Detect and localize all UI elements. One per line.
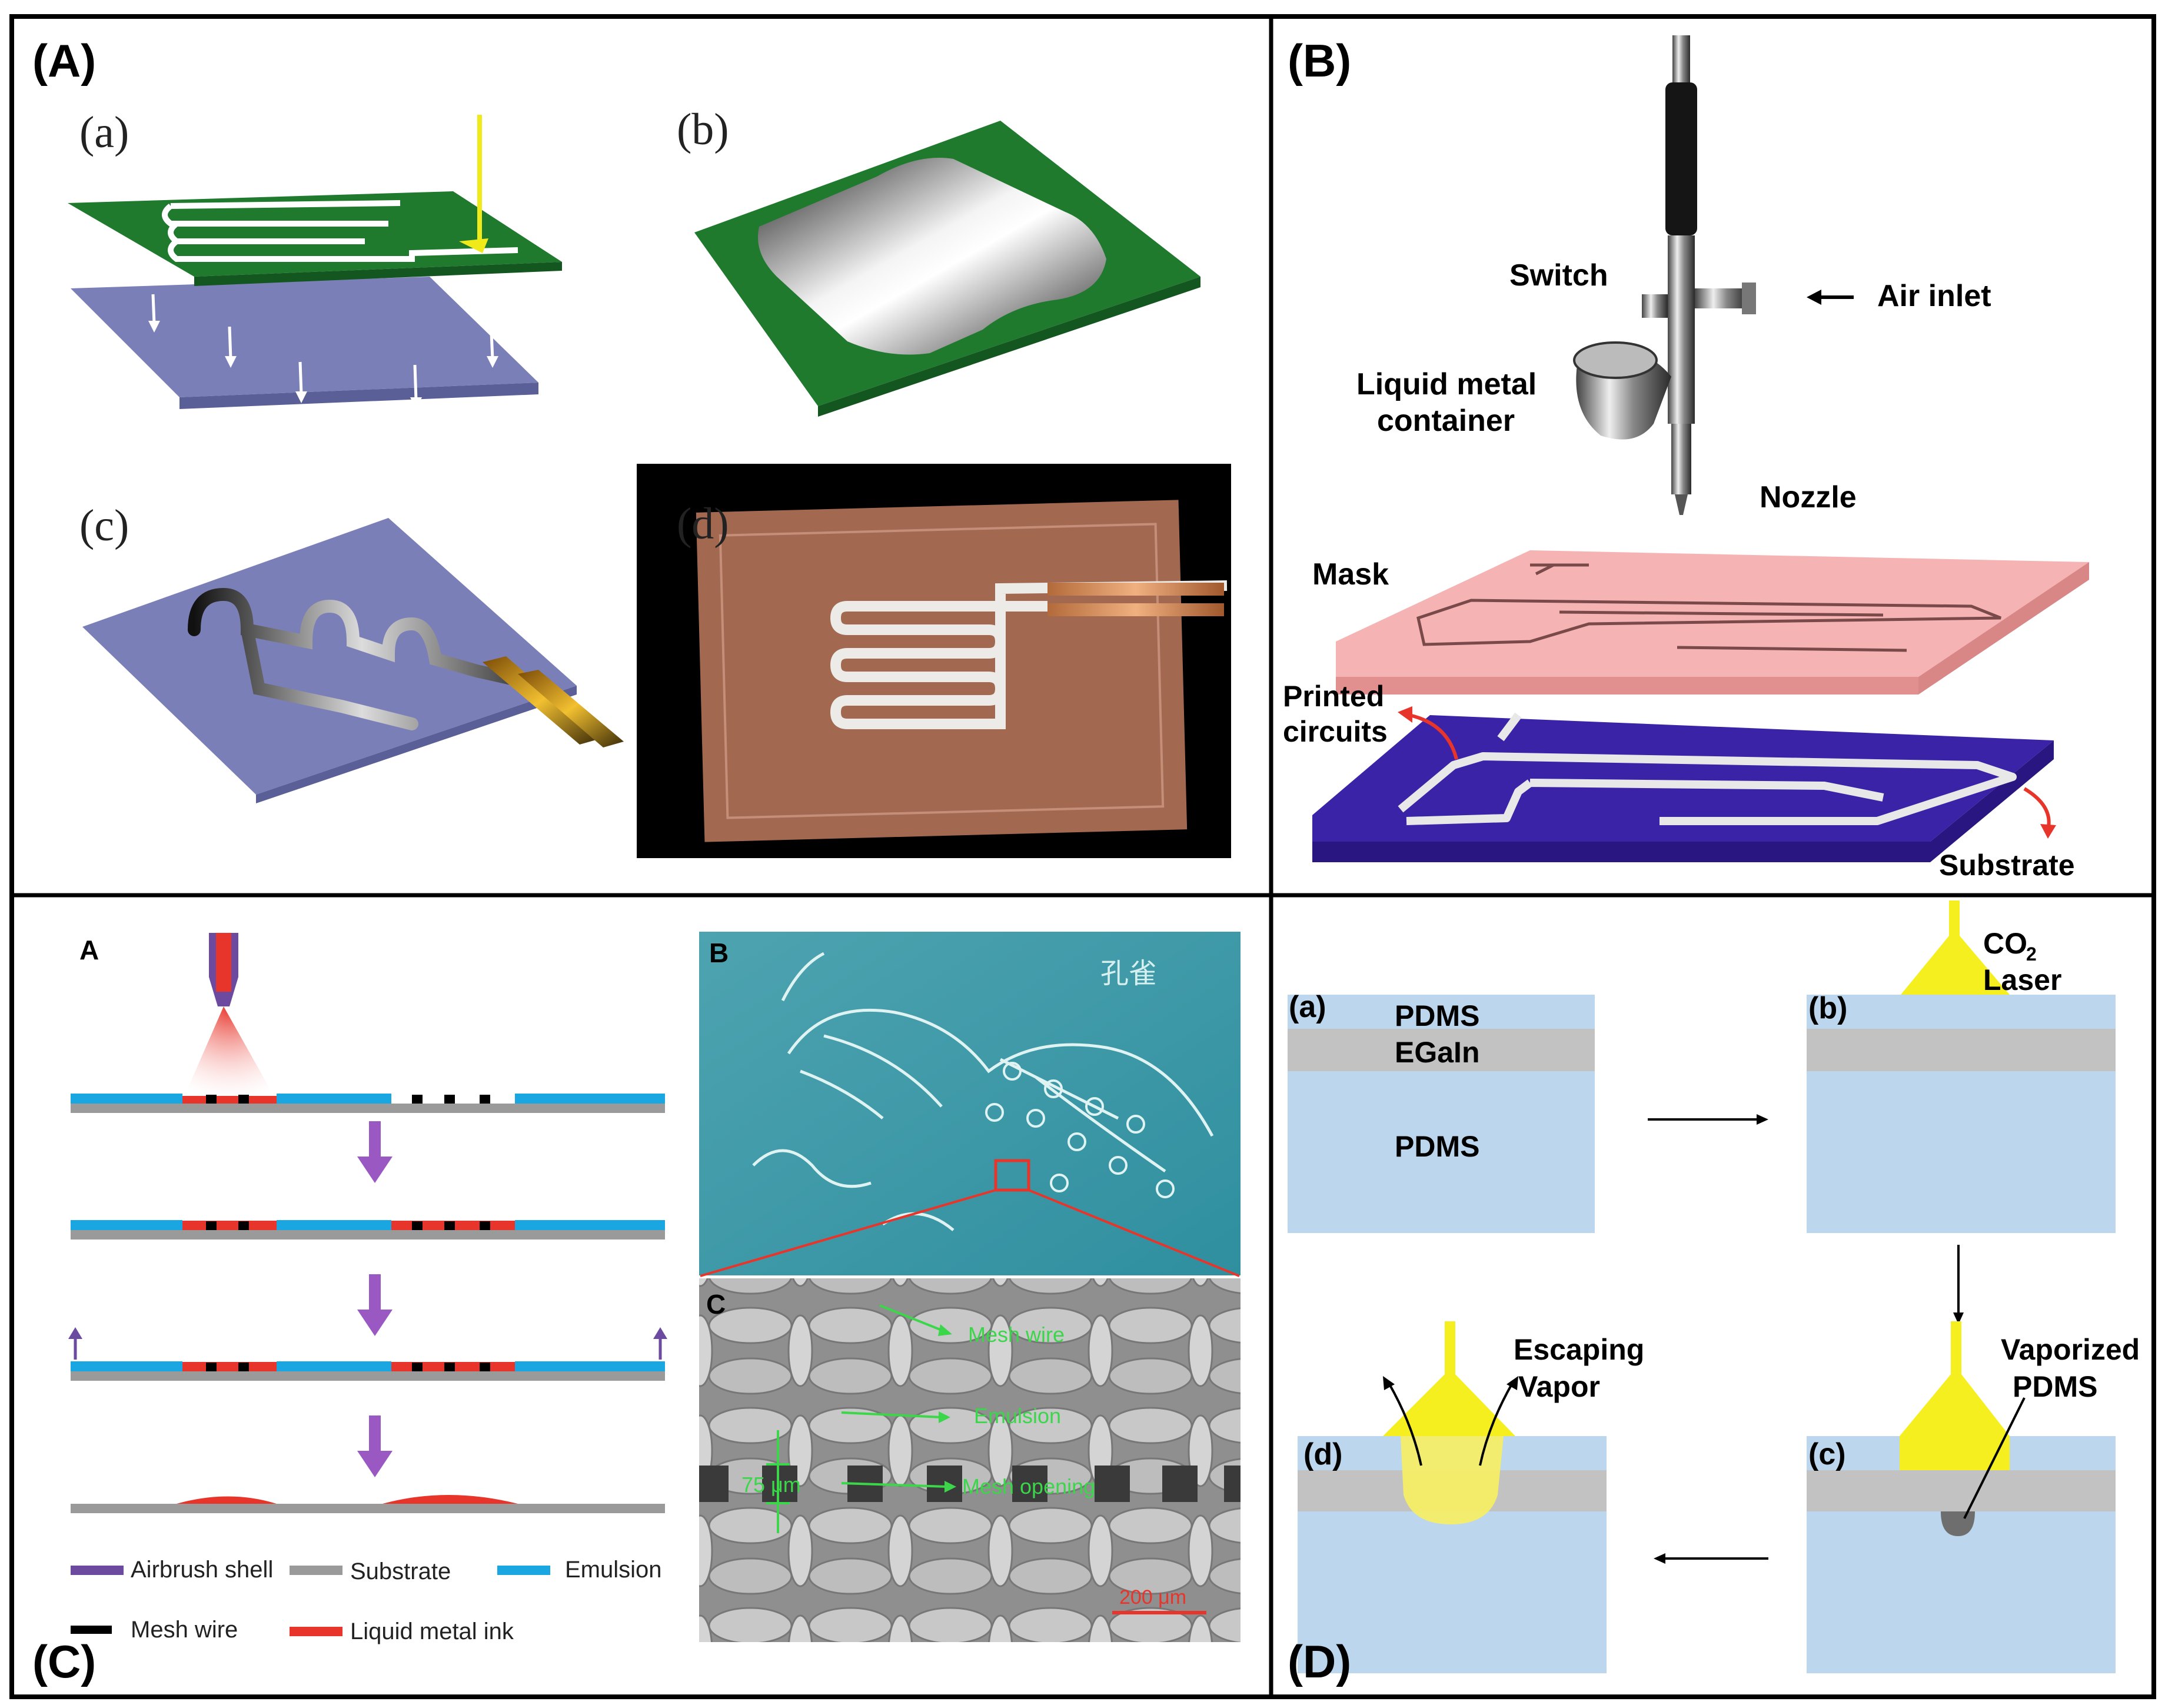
label-air-inlet: Air inlet <box>1877 279 1991 313</box>
zoom-box <box>994 1159 1030 1192</box>
escaping-vapor-plume <box>1401 1436 1504 1524</box>
panel-A-sub-d: (d) <box>637 464 1231 858</box>
legend-substrate: Substrate <box>350 1559 451 1584</box>
label-nozzle: Nozzle <box>1760 480 1857 514</box>
label-printed-1: Printed <box>1283 680 1384 713</box>
panel-A-sub-c-label: (c) <box>79 501 129 550</box>
panel-C-legend: Airbrush shell Substrate Emulsion Mesh w… <box>71 1557 662 1644</box>
panel-C-sub-a: A <box>79 935 99 965</box>
laser-stem-b <box>1949 900 1960 936</box>
label-container-1: Liquid metal <box>1356 367 1537 401</box>
copper-sheet <box>696 500 1188 842</box>
copper-tape-lead <box>1047 583 1224 596</box>
panel-C-sub-b: B <box>709 938 729 968</box>
panel-C-label: (C) <box>32 1636 96 1687</box>
panel-A-sub-a-label: (a) <box>79 108 129 157</box>
sem-label-opening-size: 75 μm <box>741 1473 801 1497</box>
step-c-block: (c) Vaporized PDMS <box>1807 1321 2140 1673</box>
down-arrow-2 <box>357 1274 393 1336</box>
legend-airbrush-shell: Airbrush shell <box>131 1557 273 1583</box>
laser-stem-c <box>1951 1321 1961 1374</box>
sem-label-mesh-wire: Mesh wire <box>968 1322 1065 1347</box>
sem-label-mesh-opening: Mesh opening <box>962 1474 1095 1498</box>
purple-substrate <box>1312 712 2054 862</box>
ink-spray <box>182 1006 277 1101</box>
laser-word: Laser <box>1983 963 2061 996</box>
label-mask: Mask <box>1312 557 1389 592</box>
down-arrow-1 <box>357 1121 393 1183</box>
escape-label-1: Escaping <box>1514 1333 1644 1366</box>
panel-B-label: (B) <box>1288 35 1351 87</box>
substrate-plate <box>71 277 538 397</box>
stencil-step-3 <box>68 1327 667 1381</box>
printed-serpentine-circuit <box>830 580 1228 729</box>
panel-A: (A) (a) (b) <box>32 35 1231 858</box>
layer-top-pdms: PDMS <box>1395 999 1479 1032</box>
stencil-step-2 <box>71 1220 665 1240</box>
panel-A-sub-b: (b) <box>677 105 1200 417</box>
airbrush-handle <box>1665 82 1697 235</box>
laser-cone-c <box>1900 1374 2010 1436</box>
laser-stem-d <box>1445 1321 1455 1374</box>
air-inlet-fitting <box>1695 288 1748 308</box>
substrate-arrow <box>2023 787 2051 830</box>
laser-co-subscript: 2 <box>2026 943 2037 965</box>
panel-A-sub-b-label: (b) <box>677 105 729 154</box>
finished-substrate <box>82 518 577 795</box>
laser-cone-d <box>1383 1374 1515 1436</box>
mask-cutout-pattern <box>162 200 518 262</box>
peacock-photo: B 孔雀 <box>699 932 1241 1277</box>
laser-cone-b <box>1901 936 2010 995</box>
legend-liquid-metal-ink: Liquid metal ink <box>350 1619 514 1644</box>
liquid-metal-circuit <box>188 587 536 730</box>
vapor-label-1: Vaporized <box>2001 1333 2140 1366</box>
escape-label-2: Vapor <box>1518 1370 1600 1403</box>
peacock-stamp: 孔雀 <box>1100 957 1157 990</box>
legend-emulsion: Emulsion <box>565 1557 662 1583</box>
label-container-2: container <box>1377 404 1515 438</box>
pink-mask-plate <box>1336 550 2089 695</box>
vaporized-pocket <box>1941 1511 1975 1536</box>
trigger-switch <box>1642 294 1668 318</box>
stencil-step-1 <box>71 933 665 1113</box>
layer-egain: EGaIn <box>1395 1036 1479 1069</box>
step-c-label: (c) <box>1808 1437 1846 1471</box>
label-switch: Switch <box>1509 258 1608 293</box>
scale-bar-label: 200 μm <box>1119 1586 1186 1609</box>
sem-image: C Mesh wire Emulsion Mesh opening 75 μm … <box>699 1278 1241 1642</box>
step-a-block: (a) PDMS EGaIn PDMS <box>1288 990 1595 1233</box>
panel-A-sub-d-label: (d) <box>677 499 729 549</box>
airbrush-photo <box>1573 35 1756 515</box>
panel-A-label: (A) <box>32 35 96 87</box>
printed-circuit-traces <box>1398 712 2017 825</box>
lead-wires <box>483 656 600 745</box>
peacock-drawing <box>752 952 1214 1231</box>
stencil-step-4 <box>71 1495 665 1513</box>
panel-D-label: (D) <box>1288 1636 1351 1687</box>
panel-A-sub-a: (a) <box>68 108 562 409</box>
metal-coated-region <box>758 158 1106 355</box>
layer-bottom-pdms: PDMS <box>1395 1130 1479 1163</box>
panel-A-sub-c: (c) <box>79 501 624 803</box>
sem-label-emulsion: Emulsion <box>974 1404 1061 1428</box>
vapor-label-2: PDMS <box>2013 1370 2097 1403</box>
step-a-label: (a) <box>1289 990 1326 1024</box>
step-b-block: (b) CO 2 Laser <box>1807 900 2116 1233</box>
panel-C-sub-c: C <box>706 1289 726 1320</box>
panel-C: A <box>32 932 1241 1687</box>
step-d-block: (d) Escaping Vapor <box>1298 1321 1644 1673</box>
legend-mesh-wire: Mesh wire <box>131 1617 238 1643</box>
label-printed-2: circuits <box>1283 715 1388 748</box>
label-substrate: Substrate <box>1939 849 2075 882</box>
down-arrow-3 <box>357 1415 393 1477</box>
panel-D: (a) PDMS EGaIn PDMS (b) CO 2 Laser <box>1288 900 2140 1687</box>
figure-frame <box>9 14 2156 1699</box>
panel-B: (B) Switch Air inlet Liquid metal contai… <box>1283 35 2089 882</box>
step-d-label: (d) <box>1303 1437 1342 1471</box>
step-b-label: (b) <box>1808 991 1847 1025</box>
printed-arrow <box>1409 713 1458 760</box>
laser-co: CO <box>1983 927 2027 960</box>
